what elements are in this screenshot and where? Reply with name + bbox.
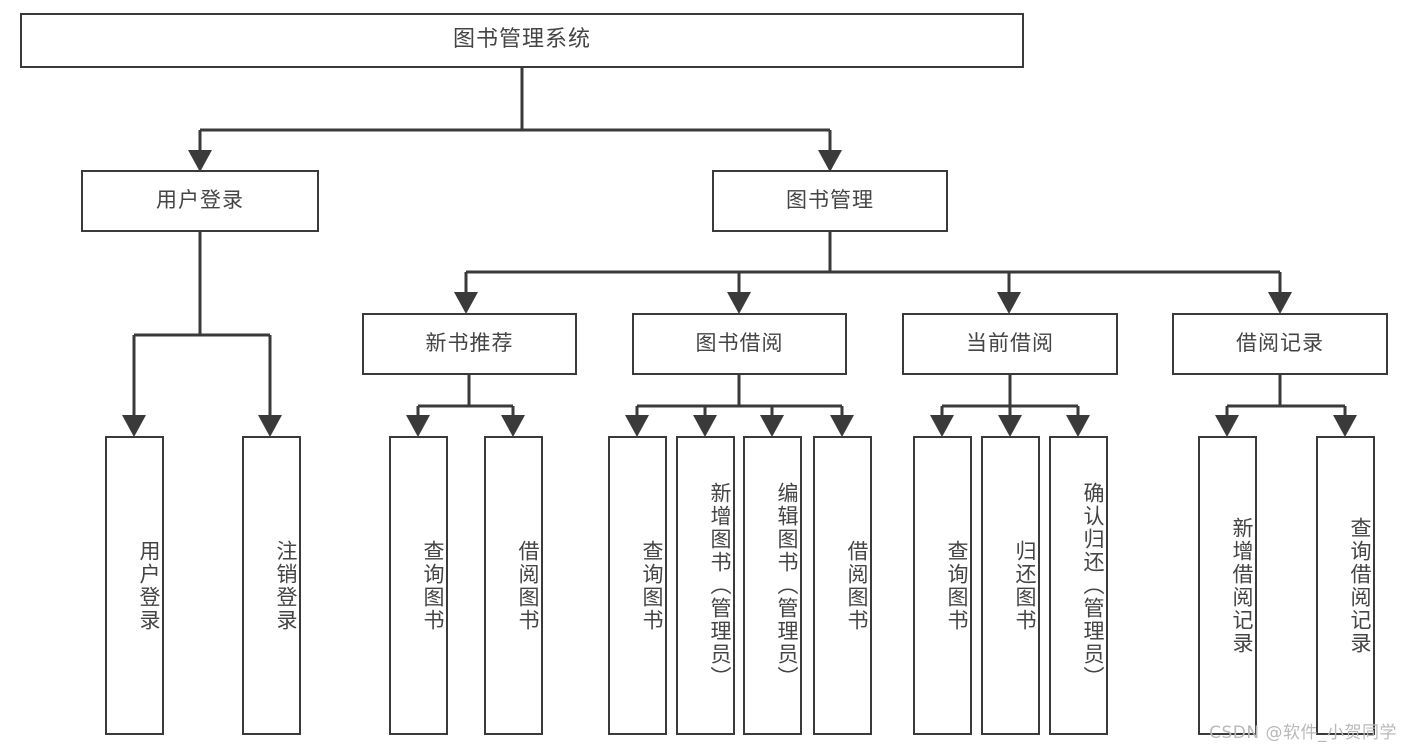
- node-new-book-recommend[interactable]: 新书推荐: [362, 313, 577, 375]
- leaf-label: 查询图书: [640, 539, 664, 632]
- leaf-label: 查询图书: [421, 539, 445, 632]
- leaf-label: 用户登录: [137, 539, 161, 632]
- leaf-add-record[interactable]: 新增借阅记录: [1198, 436, 1257, 735]
- leaf-return-book[interactable]: 归还图书: [981, 436, 1040, 735]
- leaf-confirm-return[interactable]: 确认归还（管理员）: [1049, 436, 1108, 735]
- leaf-label: 借阅图书: [516, 539, 540, 632]
- leaf-label: 新增图书（管理员）: [708, 482, 732, 689]
- node-book-manage[interactable]: 图书管理: [712, 170, 948, 232]
- leaf-user-login[interactable]: 用户登录: [105, 436, 164, 735]
- leaf-query-book-2[interactable]: 查询图书: [608, 436, 667, 735]
- leaf-label: 查询借阅记录: [1348, 516, 1372, 655]
- node-book-borrow[interactable]: 图书借阅: [632, 313, 847, 375]
- node-user-login[interactable]: 用户登录: [81, 170, 319, 232]
- leaf-query-record[interactable]: 查询借阅记录: [1316, 436, 1375, 735]
- node-system-title[interactable]: 图书管理系统: [20, 13, 1024, 68]
- leaf-label: 新增借阅记录: [1230, 516, 1254, 655]
- leaf-label: 查询图书: [945, 539, 969, 632]
- leaf-label: 归还图书: [1013, 539, 1037, 632]
- leaf-query-book-1[interactable]: 查询图书: [389, 436, 448, 735]
- leaf-logout-login[interactable]: 注销登录: [242, 436, 301, 735]
- leaf-borrow-book-1[interactable]: 借阅图书: [484, 436, 543, 735]
- leaf-borrow-book-2[interactable]: 借阅图书: [813, 436, 872, 735]
- leaf-add-book[interactable]: 新增图书（管理员）: [676, 436, 735, 735]
- leaf-label: 注销登录: [274, 539, 298, 632]
- leaf-label: 确认归还（管理员）: [1081, 482, 1105, 689]
- leaf-label: 编辑图书（管理员）: [775, 482, 799, 689]
- leaf-query-book-3[interactable]: 查询图书: [913, 436, 972, 735]
- leaf-label: 借阅图书: [845, 539, 869, 632]
- node-current-borrow[interactable]: 当前借阅: [902, 313, 1118, 375]
- csdn-watermark: CSDN @软件_小贺同学: [1209, 723, 1397, 743]
- node-borrow-record[interactable]: 借阅记录: [1172, 313, 1388, 375]
- leaf-edit-book[interactable]: 编辑图书（管理员）: [743, 436, 802, 735]
